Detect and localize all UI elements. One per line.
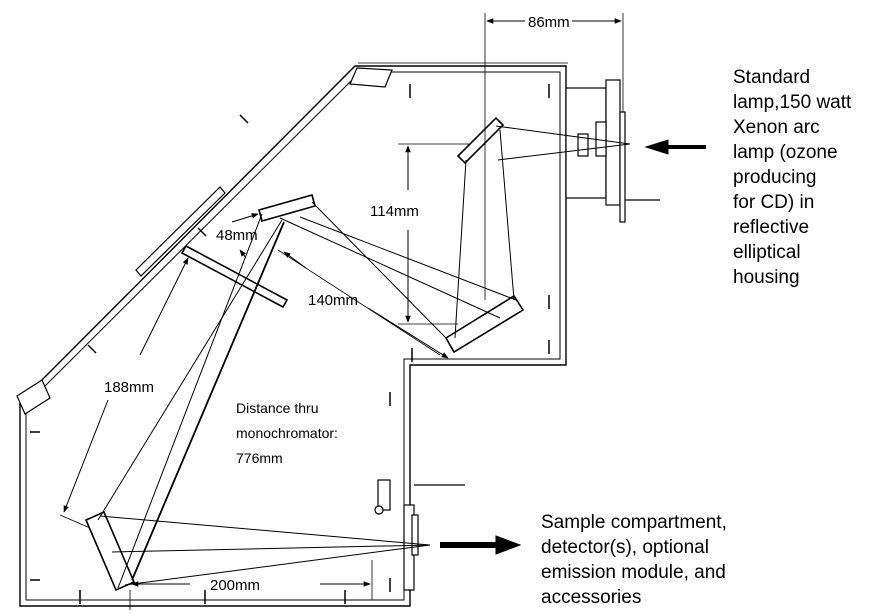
svg-text:housing: housing <box>733 267 800 288</box>
svg-text:producing: producing <box>733 167 816 188</box>
dim-200-label: 200mm <box>210 577 260 594</box>
lamp-description: Standard lamp,150 watt Xenon arc lamp (o… <box>733 67 852 288</box>
collimating-mirror <box>444 294 525 354</box>
optics <box>84 116 525 592</box>
sample-output-arrow <box>495 535 522 555</box>
svg-text:Sample compartment,: Sample compartment, <box>541 512 727 533</box>
lamp-input-arrow <box>644 139 669 155</box>
svg-text:for CD) in: for CD) in <box>733 192 814 213</box>
dim-140-label: 140mm <box>308 292 358 309</box>
svg-text:detector(s), optional: detector(s), optional <box>541 537 709 558</box>
dim-188-label: 188mm <box>104 379 154 396</box>
svg-text:reflective: reflective <box>733 217 809 238</box>
svg-text:accessories: accessories <box>541 587 641 608</box>
dim-48-label: 48mm <box>216 227 258 244</box>
entrance-mirror <box>258 194 316 222</box>
dim-86-label: 86mm <box>528 14 570 31</box>
slit-plate <box>180 244 289 309</box>
dimension-lines <box>59 13 624 610</box>
light-paths <box>97 125 631 589</box>
svg-text:lamp,150 watt: lamp,150 watt <box>733 92 852 113</box>
housing-panels <box>16 67 393 415</box>
source-mirror <box>456 116 505 165</box>
svg-text:Distance thru: Distance thru <box>236 400 318 416</box>
dim-114-label: 114mm <box>370 203 419 220</box>
callout-arrows <box>440 139 706 555</box>
lamp-housing <box>565 79 660 223</box>
sample-description: Sample compartment, detector(s), optiona… <box>541 512 727 608</box>
sample-port <box>374 479 465 591</box>
svg-text:Standard: Standard <box>733 67 810 88</box>
svg-text:emission module, and: emission module, and <box>541 562 726 583</box>
svg-text:monochromator:: monochromator: <box>236 425 338 441</box>
svg-text:lamp (ozone: lamp (ozone <box>733 142 838 163</box>
svg-text:776mm: 776mm <box>236 450 283 466</box>
svg-text:Xenon arc: Xenon arc <box>733 117 820 138</box>
svg-text:elliptical: elliptical <box>733 242 801 263</box>
bolt-marks <box>30 84 550 604</box>
distance-note: Distance thru monochromator: 776mm <box>236 400 338 466</box>
grating <box>84 510 136 592</box>
